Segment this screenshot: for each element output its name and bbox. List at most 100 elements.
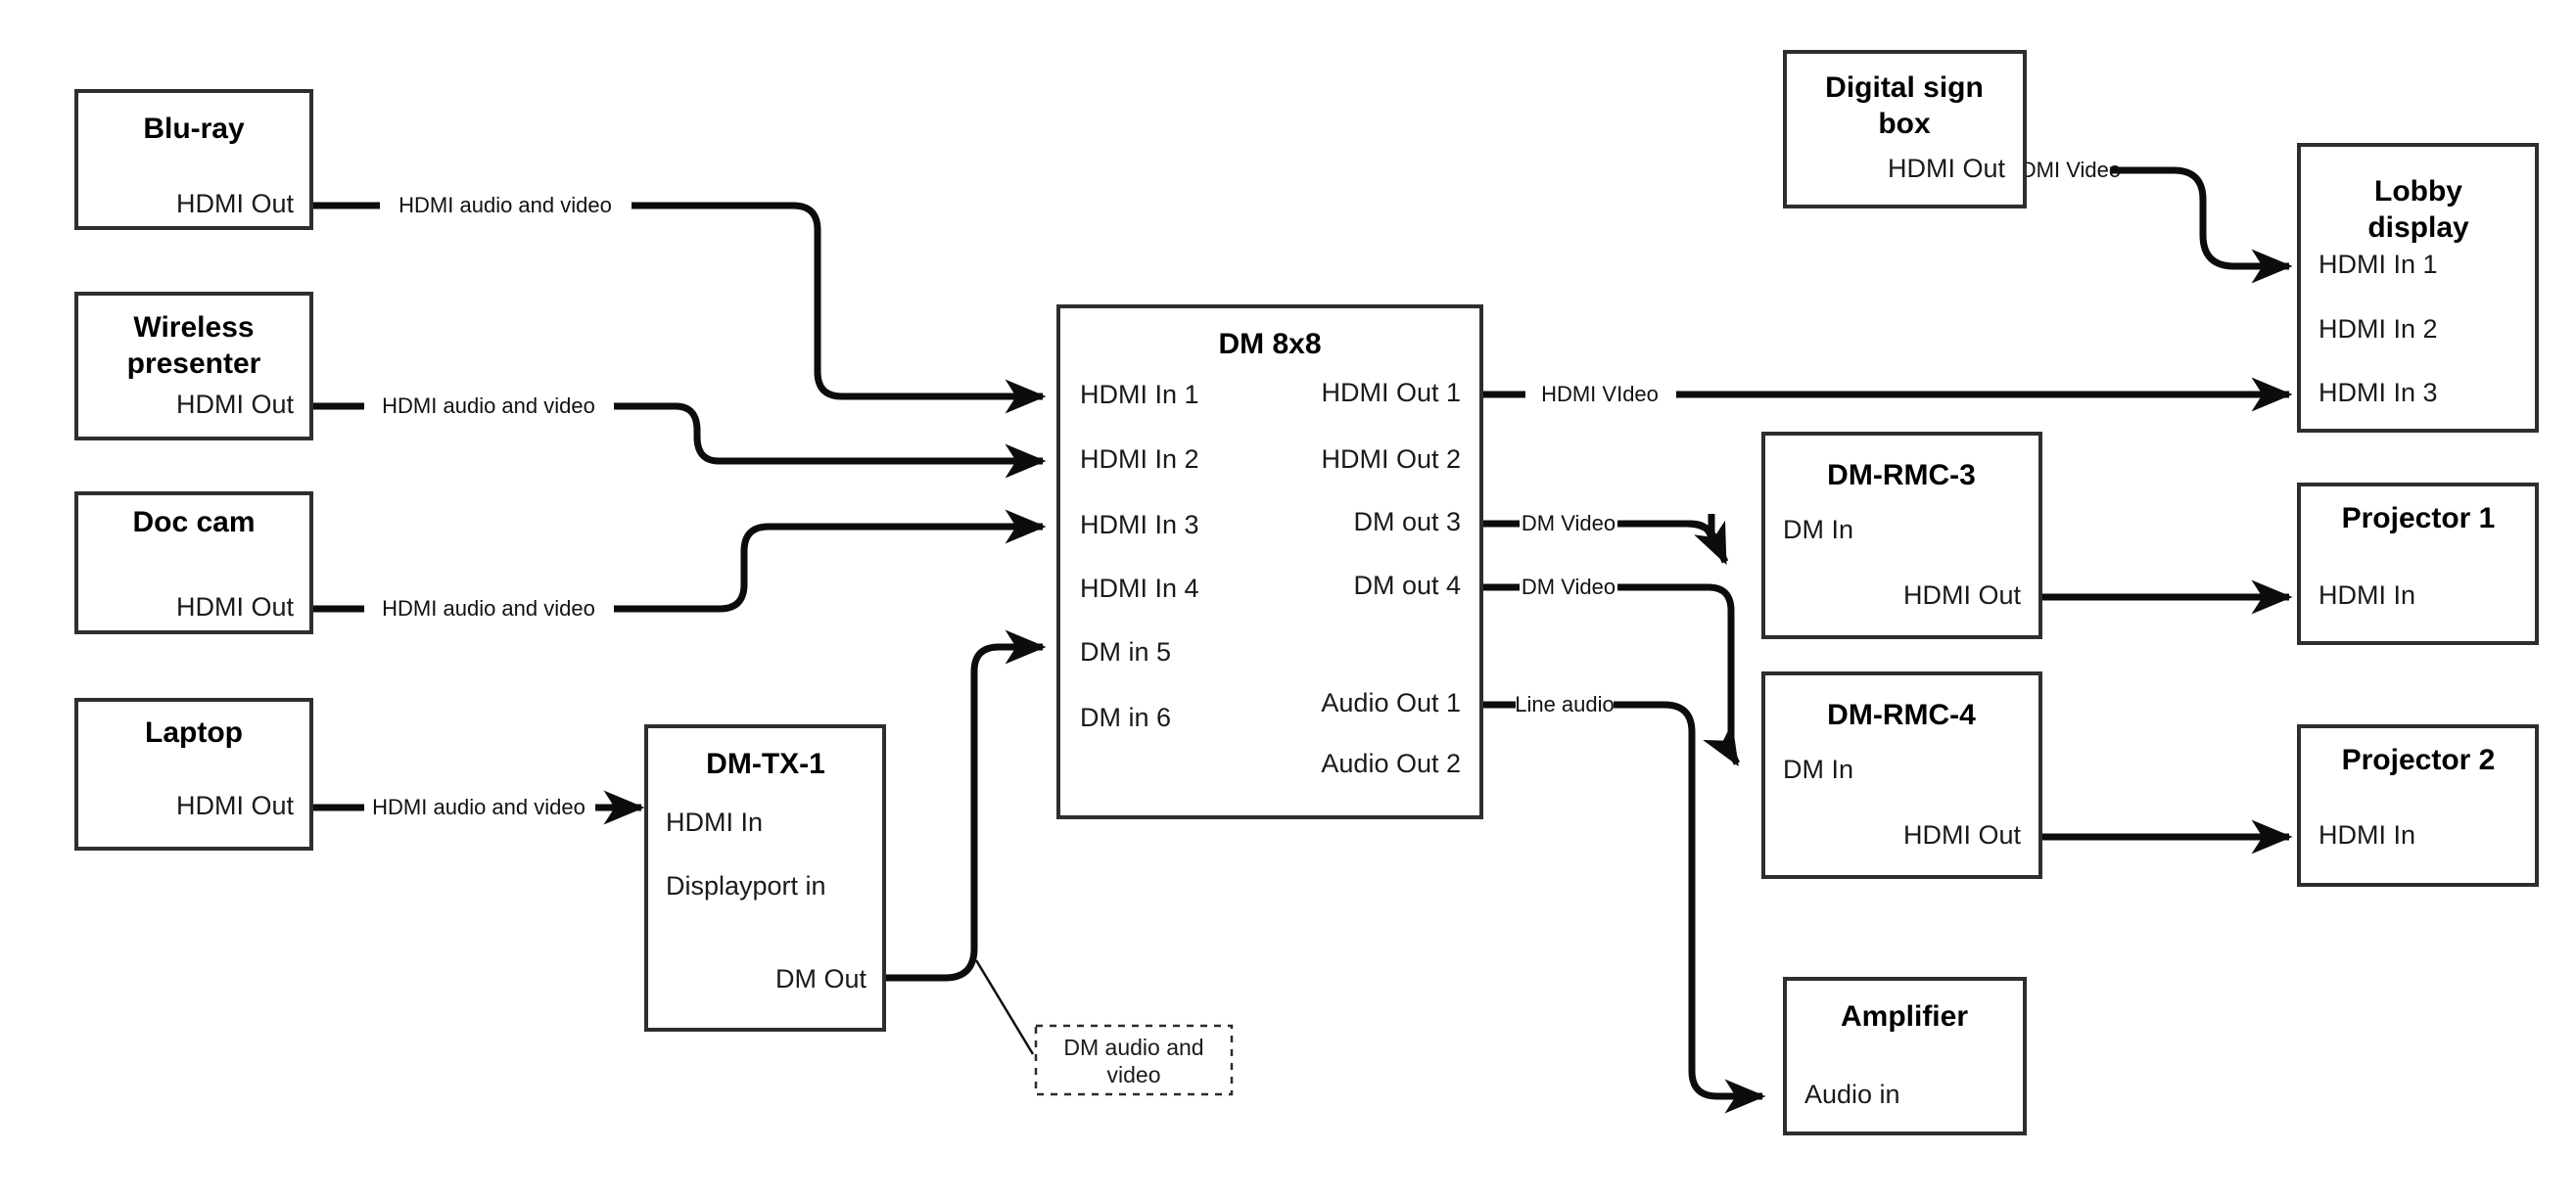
node-dm-8x8-port-dm-out-3: DM out 3 [1353, 507, 1461, 536]
node-dm-8x8-port-hdmi-out-1: HDMI Out 1 [1321, 378, 1461, 407]
node-projector-2-title: Projector 2 [2342, 744, 2496, 776]
node-dm-rmc-4-title: DM-RMC-4 [1827, 699, 1976, 731]
node-dm-8x8-box[interactable] [1056, 304, 1483, 819]
node-projector-2-box[interactable] [2297, 724, 2539, 887]
connection-doccam-to-in3: HDMI audio and video [311, 509, 1047, 621]
node-projector-1-port-hdmi-in: HDMI In [2318, 580, 2415, 610]
node-wireless-presenter-title: Wireless [133, 311, 254, 344]
node-bluray-title: Blu-ray [143, 113, 245, 145]
node-dm-8x8-port-hdmi-in-3: HDMI In 3 [1080, 510, 1199, 539]
node-dm-8x8-port-dm-out-4: DM out 4 [1353, 571, 1461, 600]
wire-segment [2110, 166, 2293, 284]
node-lobby-display-port-hdmi-in-3: HDMI In 3 [2318, 378, 2438, 407]
node-bluray-box[interactable] [74, 89, 313, 230]
node-amplifier-port-audio-in: Audio in [1804, 1080, 1900, 1109]
node-amplifier-box[interactable] [1783, 977, 2027, 1135]
node-dm-tx-1-title: DM-TX-1 [706, 748, 825, 780]
connection-dmout3-to-rmc3: DM Video [1480, 511, 1729, 566]
node-projector-1[interactable]: Projector 1 HDMI In [2297, 483, 2539, 645]
node-lobby-display-title: Lobby [2374, 175, 2462, 208]
node-laptop-box[interactable] [74, 698, 313, 851]
node-dm-8x8-port-hdmi-out-2: HDMI Out 2 [1321, 444, 1461, 474]
node-amplifier[interactable]: Amplifier Audio in [1783, 977, 2027, 1135]
node-dm-8x8-port-audio-out-1: Audio Out 1 [1321, 688, 1461, 717]
node-dm-8x8[interactable]: DM 8x8 HDMI In 1 HDMI In 2 HDMI In 3 HDM… [1056, 304, 1483, 819]
wire-segment [614, 402, 1047, 479]
node-digital-sign-box[interactable]: Digital sign box HDMI Out [1783, 50, 2027, 208]
node-projector-2[interactable]: Projector 2 HDMI In [2297, 724, 2539, 887]
node-wireless-presenter-port-hdmi-out: HDMI Out [176, 390, 295, 419]
node-wireless-presenter-box[interactable] [74, 292, 313, 440]
node-bluray[interactable]: Blu-ray HDMI Out [74, 89, 313, 230]
node-laptop-title: Laptop [145, 716, 243, 749]
node-laptop[interactable]: Laptop HDMI Out [74, 698, 313, 851]
callout-dm-audio-video: DM audio and video [1034, 1024, 1234, 1096]
wire-segment [1617, 583, 1741, 767]
node-dm-8x8-port-dm-in-6: DM in 6 [1080, 703, 1171, 732]
node-lobby-display-title2: display [2367, 211, 2469, 244]
node-digital-sign-box-title: Digital sign [1825, 71, 1984, 104]
wire-label-hdmiout1: HDMI VIdeo [1541, 382, 1659, 406]
node-dm-8x8-port-hdmi-in-2: HDMI In 2 [1080, 444, 1199, 474]
callout-leader-line [974, 959, 1035, 1055]
node-projector-2-port-hdmi-in: HDMI In [2318, 820, 2415, 850]
node-projector-1-box[interactable] [2297, 483, 2539, 645]
node-dm-rmc-4-port-hdmi-out: HDMI Out [1903, 820, 2022, 850]
node-dm-8x8-port-hdmi-in-1: HDMI In 1 [1080, 380, 1199, 409]
node-dm-rmc-3[interactable]: DM-RMC-3 DM In HDMI Out [1761, 432, 2042, 639]
node-dm-tx-1-port-displayport-in: Displayport in [666, 871, 826, 901]
node-wireless-presenter[interactable]: Wireless presenter HDMI Out [74, 292, 313, 440]
node-dm-tx-1-port-hdmi-in: HDMI In [666, 808, 763, 837]
node-bluray-port-hdmi-out: HDMI Out [176, 189, 295, 218]
wire-label-wireless: HDMI audio and video [382, 393, 595, 418]
node-dm-rmc-3-port-hdmi-out: HDMI Out [1903, 580, 2022, 610]
node-dm-8x8-port-audio-out-2: Audio Out 2 [1321, 749, 1461, 778]
node-dm-rmc-4[interactable]: DM-RMC-4 DM In HDMI Out [1761, 671, 2042, 879]
connection-laptop-to-dmtx1: HDMI audio and video [311, 790, 645, 825]
node-dm-rmc-4-port-dm-in: DM In [1783, 755, 1853, 784]
wire-segment-arrow [1617, 520, 1729, 566]
node-lobby-display[interactable]: Lobby display HDMI In 1 HDMI In 2 HDMI I… [2297, 143, 2539, 433]
node-dm-8x8-port-hdmi-in-4: HDMI In 4 [1080, 574, 1199, 603]
wire-segment [884, 629, 1047, 982]
node-digital-sign-box-box[interactable] [1783, 50, 2027, 208]
node-digital-sign-box-title2: box [1878, 108, 1931, 140]
connection-audioout1-to-amp: Line audio [1480, 692, 1766, 1114]
node-lobby-display-port-hdmi-in-2: HDMI In 2 [2318, 314, 2438, 344]
callout-dm-audio-video-line1: DM audio and [1063, 1035, 1203, 1060]
node-lobby-display-box[interactable] [2297, 143, 2539, 433]
connection-bluray-to-in1: HDMI audio and video [311, 193, 1047, 414]
node-laptop-port-hdmi-out: HDMI Out [176, 791, 295, 820]
node-dm-rmc-3-title: DM-RMC-3 [1827, 459, 1976, 491]
wire-segment [614, 509, 1047, 613]
node-dm-tx-1-box[interactable] [644, 724, 886, 1032]
connection-wireless-to-in2: HDMI audio and video [311, 393, 1047, 479]
node-dm-8x8-port-dm-in-5: DM in 5 [1080, 637, 1171, 667]
node-doc-cam-box[interactable] [74, 491, 313, 634]
connection-dmout4-to-rmc4: DM Video [1480, 575, 1741, 767]
callout-dm-audio-video-box [1034, 1024, 1234, 1096]
node-dm-rmc-3-port-dm-in: DM In [1783, 515, 1853, 544]
wire-label-dmout3: DM Video [1522, 511, 1616, 535]
node-dm-rmc-3-box[interactable] [1761, 432, 2042, 639]
node-dm-rmc-4-box[interactable] [1761, 671, 2042, 879]
node-projector-1-title: Projector 1 [2342, 502, 2496, 534]
node-digital-sign-box-port-hdmi-out: HDMI Out [1888, 154, 2006, 183]
node-doc-cam[interactable]: Doc cam HDMI Out [74, 491, 313, 634]
node-amplifier-title: Amplifier [1841, 1000, 1968, 1033]
node-dm-tx-1-port-dm-out: DM Out [775, 964, 867, 993]
wire-label-dmout4: DM Video [1522, 575, 1616, 599]
node-dm-tx-1[interactable]: DM-TX-1 HDMI In Displayport in DM Out [644, 724, 886, 1032]
callout-dm-audio-video-line2: video [1107, 1062, 1161, 1087]
wire-label-audioout1: Line audio [1515, 692, 1615, 716]
wire-segment [1614, 701, 1766, 1114]
connection-hdmiout1-to-lobby3: HDMI VIdeo [1480, 377, 2293, 412]
node-wireless-presenter-title2: presenter [127, 347, 261, 380]
wire-label-bluray: HDMI audio and video [398, 193, 612, 217]
node-doc-cam-title: Doc cam [132, 506, 255, 538]
wire-segment [632, 202, 1047, 414]
node-doc-cam-port-hdmi-out: HDMI Out [176, 592, 295, 622]
node-dm-8x8-title: DM 8x8 [1218, 328, 1321, 360]
